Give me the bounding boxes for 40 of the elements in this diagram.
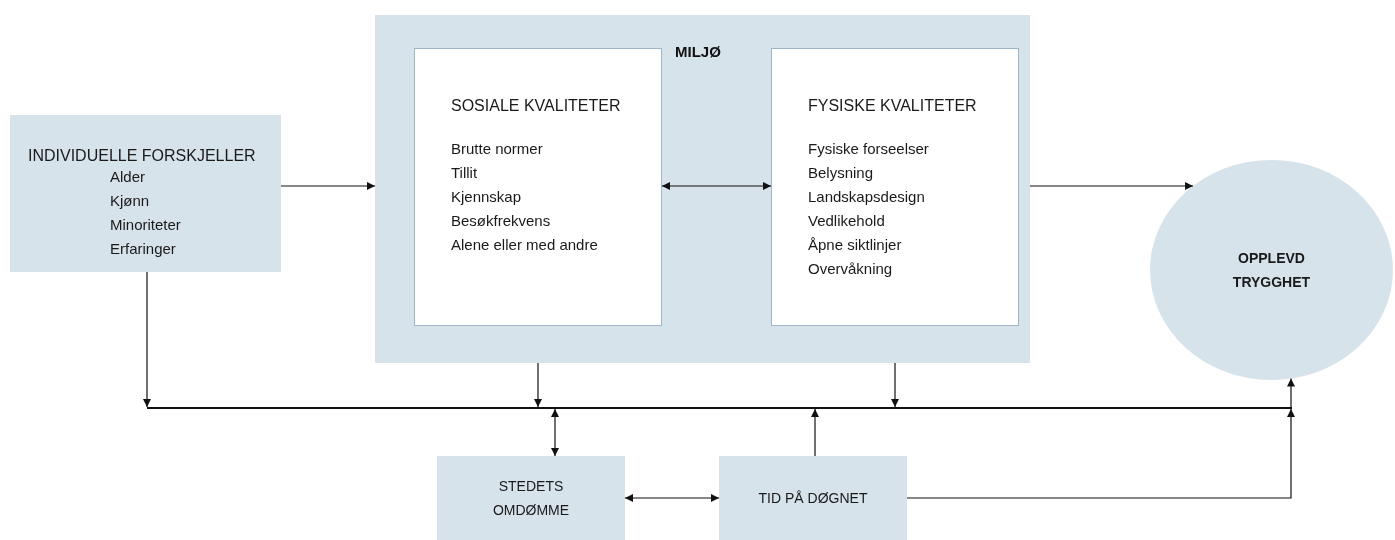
box-heading: INDIVIDUELLE FORSKJELLER [28, 147, 257, 165]
bus-line [147, 407, 1292, 409]
node-label: OPPLEVD TRYGGHET [1231, 249, 1312, 292]
list-item: Belysning [808, 163, 875, 183]
list-item: Kjønn [110, 191, 151, 211]
node-label: STEDETS OMDØMME [491, 477, 571, 520]
content-card [414, 48, 662, 326]
arrow [1287, 377, 1295, 408]
arrow [906, 408, 1295, 499]
arrow [551, 408, 559, 457]
arrow [811, 408, 819, 457]
list-item: Brutte normer [451, 139, 544, 159]
arrow [624, 494, 720, 502]
list-item: Besøkfrekvens [451, 211, 552, 231]
box-heading: FYSISKE KVALITETER [808, 97, 978, 115]
environment-panel [375, 15, 1030, 363]
process-box [10, 115, 281, 272]
node-label: TID PÅ DØGNET [758, 489, 868, 508]
box-heading: SOSIALE KVALITETER [451, 97, 622, 115]
arrow [661, 182, 772, 190]
list-item: Alder [110, 167, 147, 187]
list-item: Minoriteter [110, 215, 182, 235]
list-item: Erfaringer [110, 239, 177, 259]
section-title: MILJØ [675, 43, 721, 60]
content-card [771, 48, 1019, 326]
list-item: Tillit [451, 163, 479, 183]
list-item: Kjennskap [451, 187, 523, 207]
arrow [891, 362, 899, 408]
arrow [280, 182, 376, 190]
arrow [1029, 182, 1194, 190]
list-item: Alene eller med andre [451, 235, 599, 255]
list-item: Vedlikehold [808, 211, 886, 231]
list-item: Fysiske forseelser [808, 139, 930, 159]
list-item: Åpne siktlinjer [808, 235, 903, 255]
process-box [719, 456, 907, 540]
arrow [534, 362, 542, 408]
process-box [437, 456, 625, 540]
arrow [143, 271, 151, 408]
list-item: Landskapsdesign [808, 187, 926, 207]
list-item: Overvåkning [808, 259, 894, 279]
